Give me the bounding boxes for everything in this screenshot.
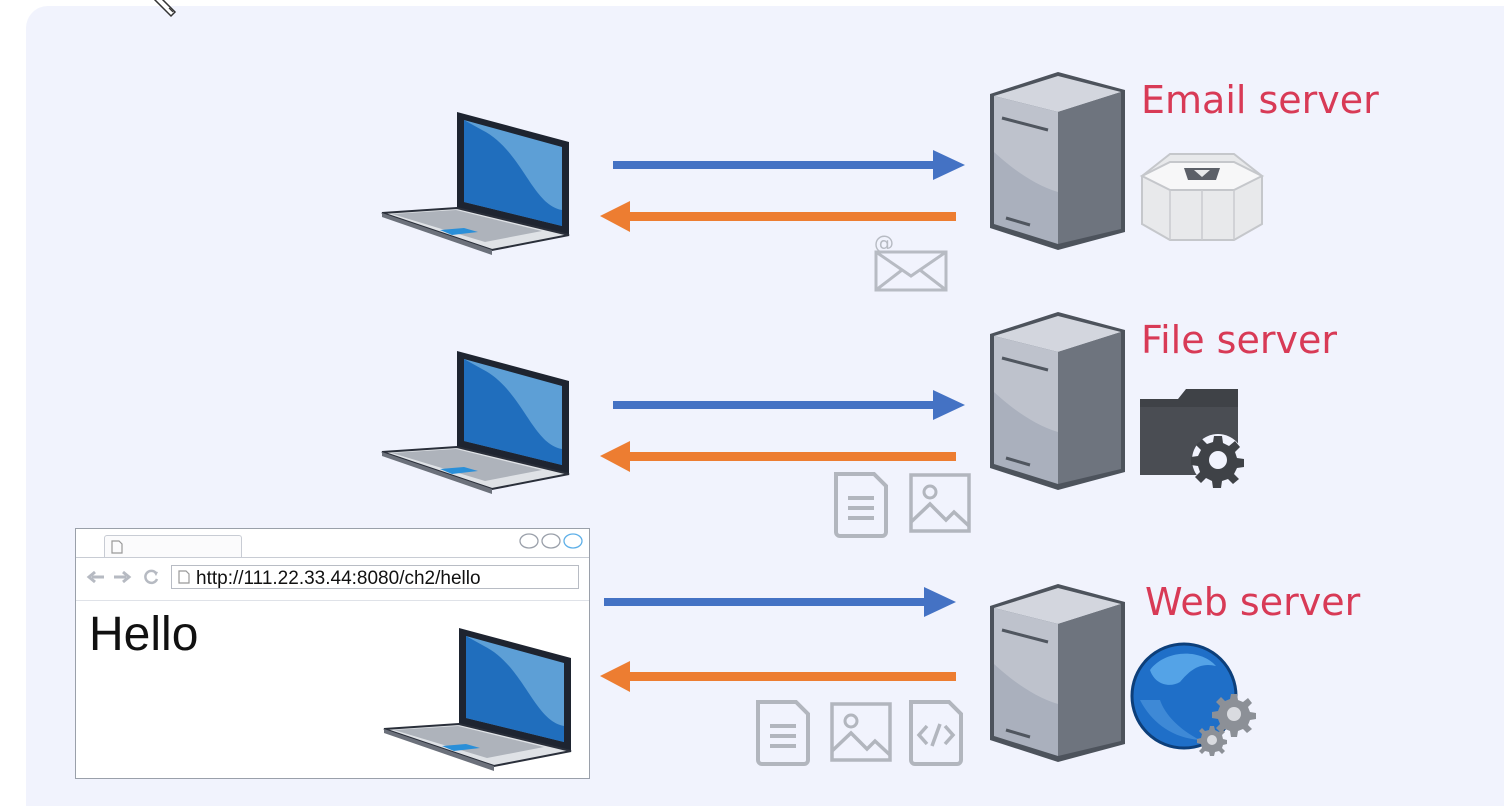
server-icon xyxy=(990,72,1125,250)
image-icon xyxy=(830,702,892,762)
mail-archive-icon xyxy=(1139,153,1265,241)
close-button[interactable] xyxy=(563,533,583,549)
image-icon xyxy=(909,473,971,533)
document-icon xyxy=(756,700,810,766)
web-server-label: Web server xyxy=(1145,580,1361,624)
forward-arrow-icon[interactable] xyxy=(112,570,132,584)
email-icon: @ xyxy=(874,231,948,292)
request-arrow xyxy=(613,390,965,420)
server-icon xyxy=(990,312,1125,490)
address-bar[interactable]: http://111.22.33.44:8080/ch2/hello xyxy=(171,565,579,589)
toolbar-divider xyxy=(76,600,589,601)
request-arrow xyxy=(604,587,956,617)
svg-text:@: @ xyxy=(874,231,894,255)
back-arrow-icon[interactable] xyxy=(86,570,106,584)
globe-gears-icon xyxy=(1130,642,1256,756)
laptop-icon xyxy=(381,112,570,255)
window-controls xyxy=(519,533,583,549)
reload-icon[interactable] xyxy=(142,569,160,585)
response-arrow xyxy=(600,441,956,472)
page-icon xyxy=(178,570,190,584)
laptop-icon xyxy=(383,628,572,771)
maximize-button[interactable] xyxy=(541,533,561,549)
request-arrow xyxy=(613,150,965,180)
minimize-button[interactable] xyxy=(519,533,539,549)
browser-tab[interactable] xyxy=(104,535,242,558)
code-icon xyxy=(909,700,963,766)
file-server-label: File server xyxy=(1141,318,1337,362)
response-arrow xyxy=(600,661,956,692)
server-icon xyxy=(990,584,1125,762)
folder-gear-icon xyxy=(1140,389,1244,488)
pen-cursor-icon xyxy=(153,0,177,18)
tab-strip-divider xyxy=(76,557,589,558)
laptop-icon xyxy=(381,351,570,494)
page-heading: Hello xyxy=(89,608,199,661)
response-arrow xyxy=(600,201,956,232)
email-server-label: Email server xyxy=(1141,78,1379,122)
url-text: http://111.22.33.44:8080/ch2/hello xyxy=(196,568,481,589)
document-icon xyxy=(834,472,888,538)
page-icon xyxy=(111,540,123,554)
